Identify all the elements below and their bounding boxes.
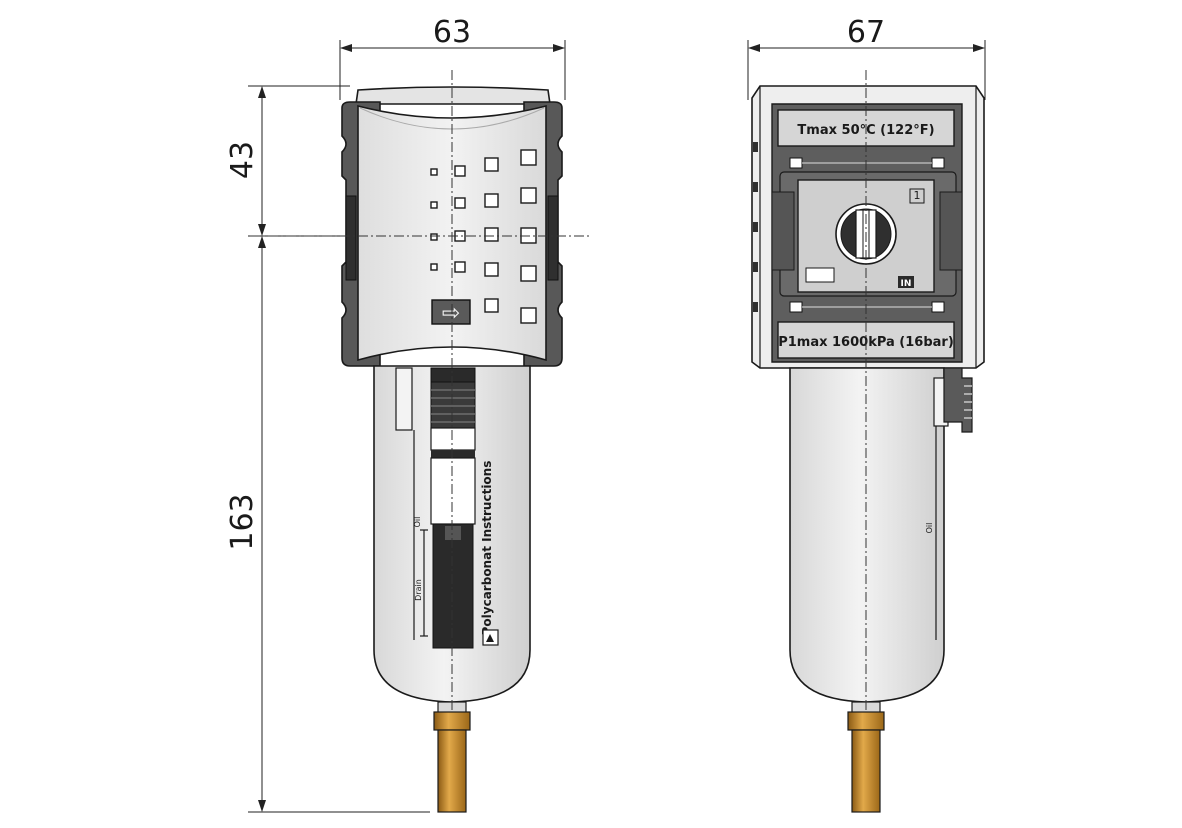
front-vent-squares [430,149,537,324]
side-bowl [789,367,945,703]
dim-63-label: 63 [433,15,471,50]
side-view: Tmax 50°C (122°F) 1 IN P1max 1600kPa (16… [751,70,985,813]
flow-arrow-badge [431,299,471,325]
port-mark: 1 [914,189,921,202]
side-clip [943,367,973,433]
side-scale-oil: Oil [925,523,934,534]
front-scale-oil: Oil [413,517,422,528]
front-brass-drain [433,711,471,731]
side-brass-drain [847,711,885,731]
flow-arrow-icon: ⇨ [442,301,460,326]
port-in-label: IN [901,279,912,289]
dimension-side-width: 67 [747,15,986,100]
front-view: ⇨ Oil Drain Polycarbonat Instructions [250,70,590,813]
dimension-overall-height: 163 [225,236,430,813]
bowl-label: Polycarbonat Instructions [480,461,494,636]
dimension-front-width: 63 [339,15,566,100]
dim-43-label: 43 [225,141,260,179]
dim-163-label: 163 [225,493,260,550]
dimension-head-height: 43 [225,85,350,237]
front-scale-drain: Drain [414,579,423,601]
dim-67-label: 67 [847,15,885,50]
